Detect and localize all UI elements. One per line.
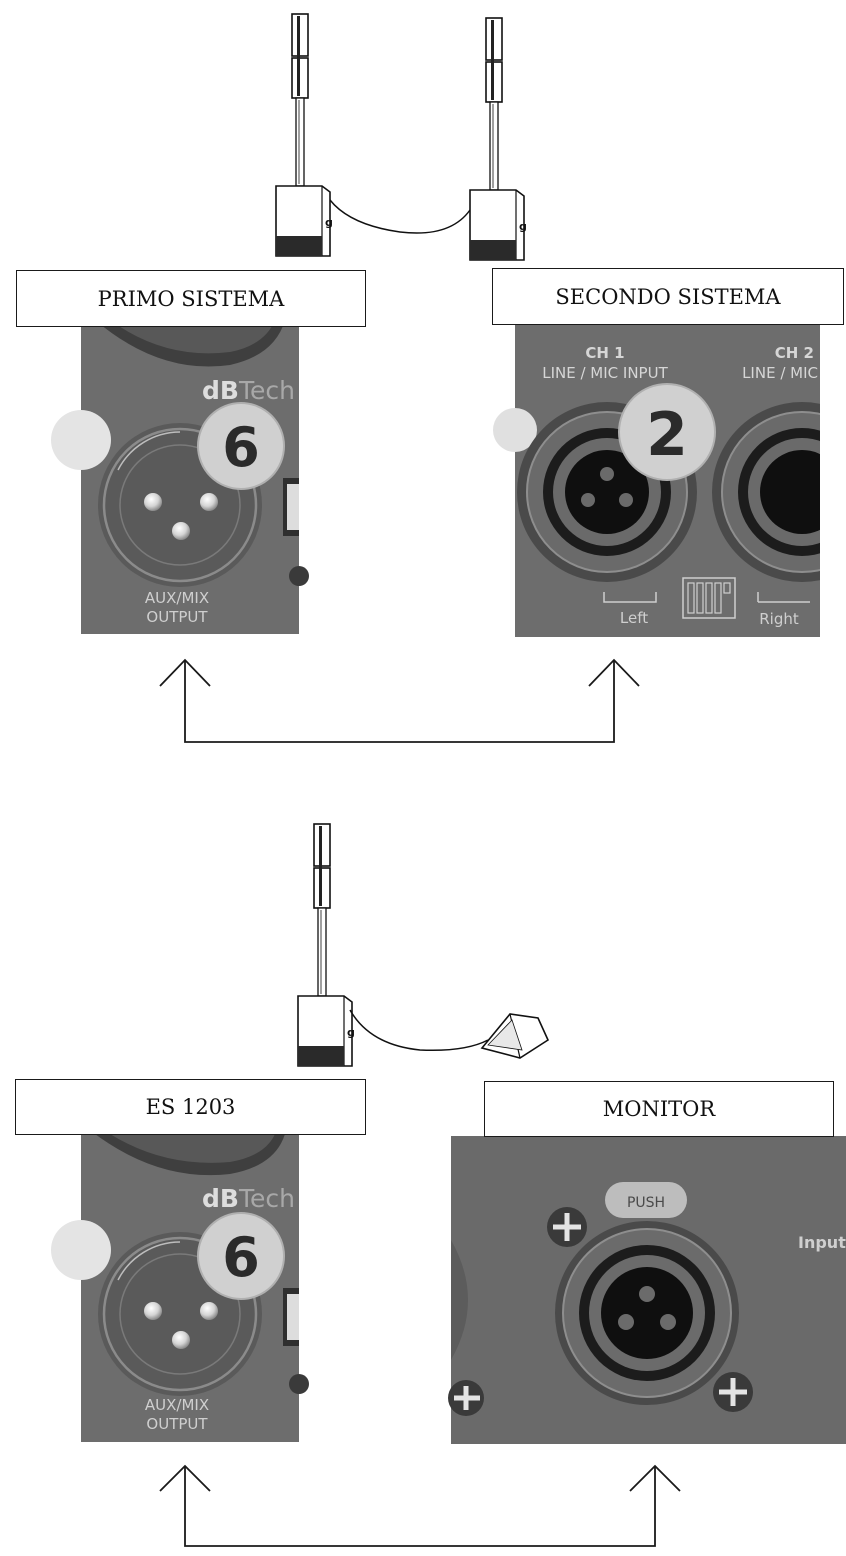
first-system-label: PRIMO SISTEMA (16, 270, 366, 327)
bottom-connection-line (159, 1464, 681, 1547)
xlr-pin (172, 1331, 190, 1349)
second-column-speaker-icon (469, 17, 528, 261)
xlr-pin (144, 493, 162, 511)
up-arrow-icon (159, 658, 211, 687)
right-channel-label: Right (759, 610, 799, 628)
push-latch-label: PUSH (627, 1195, 665, 1211)
ch1-label: CH 1 (585, 344, 624, 362)
up-arrow-icon (588, 658, 640, 687)
output-label-line1: AUX/MIX (145, 589, 209, 607)
top-connection-line (159, 658, 640, 743)
es1203-label: ES 1203 (15, 1079, 366, 1135)
xlr-pin (200, 1302, 218, 1320)
left-channel-label: Left (620, 609, 648, 627)
dip-switch-icon (682, 577, 736, 619)
xlr-pin (172, 522, 190, 540)
xlr-pin (200, 493, 218, 511)
monitor-input-panel: PUSH Input (448, 1136, 846, 1444)
aux-mix-output-panel-bottom: 6 dBTech AUX/MIX OUTPUT (51, 1134, 309, 1442)
output-label-line2: OUTPUT (146, 1415, 208, 1433)
screw-icon (713, 1372, 753, 1412)
panel-number-badge: 6 (222, 416, 260, 479)
panel-number-badge: 6 (222, 1226, 260, 1289)
screw-icon (448, 1380, 484, 1416)
es1203-column-speaker-icon (297, 823, 356, 1067)
screw-icon (547, 1207, 587, 1247)
ch1-input-label: LINE / MIC INPUT (542, 364, 668, 382)
line-mic-input-panel: CH 1 LINE / MIC INPUT CH 2 LINE / MIC 2 (493, 322, 846, 640)
first-column-speaker-icon (275, 13, 334, 257)
ch2-label: CH 2 (775, 344, 814, 362)
floor-monitor-icon (480, 1013, 550, 1059)
brand-logo: dBTech (202, 1184, 295, 1213)
up-arrow-icon (159, 1464, 211, 1492)
monitor-cable (349, 1009, 489, 1052)
ch2-input-label: LINE / MIC (742, 364, 818, 382)
brand-logo: dBTech (202, 376, 295, 405)
output-label-line2: OUTPUT (146, 608, 208, 626)
panel-number-badge: 2 (646, 400, 688, 470)
monitor-label: MONITOR (484, 1081, 834, 1137)
output-label-line1: AUX/MIX (145, 1396, 209, 1414)
monitor-input-label: Input (798, 1233, 846, 1252)
xlr-pin (144, 1302, 162, 1320)
second-system-label: SECONDO SISTEMA (492, 268, 844, 325)
up-arrow-icon (629, 1464, 681, 1492)
aux-mix-output-panel-top: 6 dBTech AUX/MIX OUTPUT (51, 320, 309, 634)
speaker-link-cable (329, 199, 471, 234)
